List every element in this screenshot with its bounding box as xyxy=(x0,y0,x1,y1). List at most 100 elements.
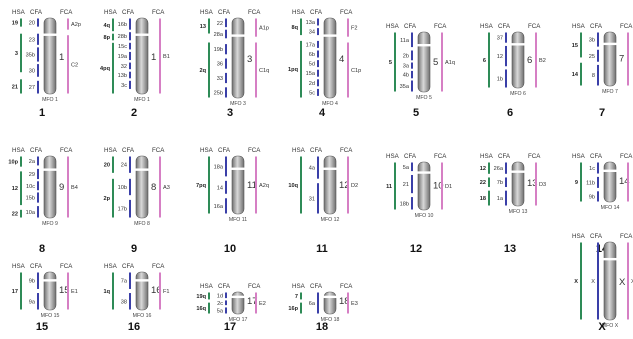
cfa-segment-label: 24 xyxy=(121,163,127,169)
header-hsa: HSA xyxy=(572,153,586,160)
header-fca: FCA xyxy=(340,283,353,290)
header-cfa: CFA xyxy=(498,23,511,30)
cfa-segment-label: 38 xyxy=(121,299,127,305)
chromosome-body xyxy=(135,155,149,219)
cfa-segment-label: 13b xyxy=(118,73,127,79)
centromere xyxy=(43,33,57,36)
hsa-segment-label: 14 xyxy=(572,72,579,78)
mfo-chromosome-number: 12 xyxy=(339,180,350,191)
panel-number: 2 xyxy=(131,107,137,119)
cfa-segment-label: 34 xyxy=(309,30,315,36)
cfa-segment-label: 31 xyxy=(309,196,315,202)
cfa-segment-label: 5c xyxy=(309,90,315,96)
cfa-segment-label: 6a xyxy=(309,301,316,307)
cfa-segment-label: 9a xyxy=(29,299,36,305)
fca-segment-label: B4 xyxy=(71,185,78,191)
mfo-caption: MFO 17 xyxy=(229,317,248,323)
cfa-segment-label: 28a xyxy=(214,32,224,38)
centromere xyxy=(417,44,431,47)
cfa-segment-label: 11b xyxy=(586,180,595,186)
cfa-segment-label: 2a xyxy=(29,159,36,165)
cfa-segment-label: 11a xyxy=(400,38,410,44)
chromosome-body xyxy=(417,31,431,93)
hsa-segment-label: 19 xyxy=(12,21,18,27)
header-fca: FCA xyxy=(60,263,73,270)
mfo-caption: MFO 7 xyxy=(602,89,618,95)
cfa-segment-label: 3c xyxy=(121,83,127,89)
mfo-caption: MFO 1 xyxy=(42,97,58,103)
cfa-segment-label: 18b xyxy=(400,201,409,207)
fca-segment-label: C1p xyxy=(351,68,361,74)
header-cfa: CFA xyxy=(498,153,511,160)
chromosome-body xyxy=(323,291,337,315)
fca-segment-label: X xyxy=(631,279,633,285)
cfa-segment-label: 7a xyxy=(121,279,128,285)
mfo-chromosome-number: 14 xyxy=(619,176,630,187)
cfa-segment-label: 10a xyxy=(26,210,36,216)
header-hsa: HSA xyxy=(572,23,586,30)
mfo-caption: MFO 12 xyxy=(321,217,340,223)
hsa-segment-label: 4pq xyxy=(100,66,111,72)
hsa-segment-label: 8q xyxy=(291,25,298,31)
centromere xyxy=(231,34,245,37)
hsa-segment-label: 9 xyxy=(575,180,578,186)
cfa-segment-label: 5d xyxy=(309,62,315,68)
centromere xyxy=(231,167,245,170)
mfo-caption: MFO 1 xyxy=(134,97,150,103)
cfa-segment-label: 19a xyxy=(118,54,128,60)
hsa-segment-label: 7 xyxy=(295,294,298,300)
panel-number: 13 xyxy=(504,243,516,255)
mfo-chromosome-number: 1 xyxy=(151,52,156,63)
header-cfa: CFA xyxy=(590,233,603,240)
cfa-segment-label: 23 xyxy=(29,37,35,43)
cfa-segment-label: 22 xyxy=(217,21,223,27)
chromosome-body xyxy=(231,17,245,99)
mfo-chromosome-number: 13 xyxy=(527,178,538,189)
header-fca: FCA xyxy=(620,153,633,160)
mfo-caption: MFO X xyxy=(602,323,619,329)
header-hsa: HSA xyxy=(12,147,26,154)
chromosome-body xyxy=(511,161,525,207)
centromere xyxy=(135,168,149,171)
cfa-segment-label: 19b xyxy=(214,47,223,53)
centromere xyxy=(603,169,617,172)
cfa-segment-label: 30 xyxy=(29,68,35,74)
cfa-segment-label: 25b xyxy=(214,90,223,96)
fca-segment-label: F2 xyxy=(351,26,358,32)
chromosome-body xyxy=(603,161,617,203)
header-hsa: HSA xyxy=(572,233,586,240)
hsa-segment-label: 7pq xyxy=(196,183,207,189)
chromosome-body xyxy=(135,17,149,95)
cfa-segment-label: 5a xyxy=(403,165,410,171)
mfo-chromosome-number: 9 xyxy=(59,182,64,193)
header-hsa: HSA xyxy=(200,283,214,290)
mfo-chromosome-number: 15 xyxy=(59,285,70,296)
header-hsa: HSA xyxy=(200,9,214,16)
mfo-chromosome-number: 17 xyxy=(247,296,258,307)
header-cfa: CFA xyxy=(404,153,417,160)
mfo-chromosome-number: 3 xyxy=(247,54,252,65)
header-cfa: CFA xyxy=(218,9,231,16)
header-hsa: HSA xyxy=(200,147,214,154)
panel-number: 9 xyxy=(131,243,137,255)
header-cfa: CFA xyxy=(590,23,603,30)
cfa-segment-label: 20 xyxy=(29,21,35,27)
panel-number: 12 xyxy=(410,243,422,255)
cfa-segment-label: 3a xyxy=(403,64,410,70)
hsa-segment-label: 18 xyxy=(480,196,486,202)
panel-number: X xyxy=(598,321,606,333)
mfo-caption: MFO 9 xyxy=(42,221,58,227)
mfo-caption: MFO 4 xyxy=(322,101,338,107)
cfa-segment-label: 28b xyxy=(118,34,127,40)
hsa-segment-label: 12 xyxy=(480,166,486,172)
cfa-segment-label: 13a xyxy=(306,20,316,26)
chromosome-body xyxy=(603,31,617,87)
chromosome-body xyxy=(231,291,245,315)
centromere xyxy=(135,279,149,282)
